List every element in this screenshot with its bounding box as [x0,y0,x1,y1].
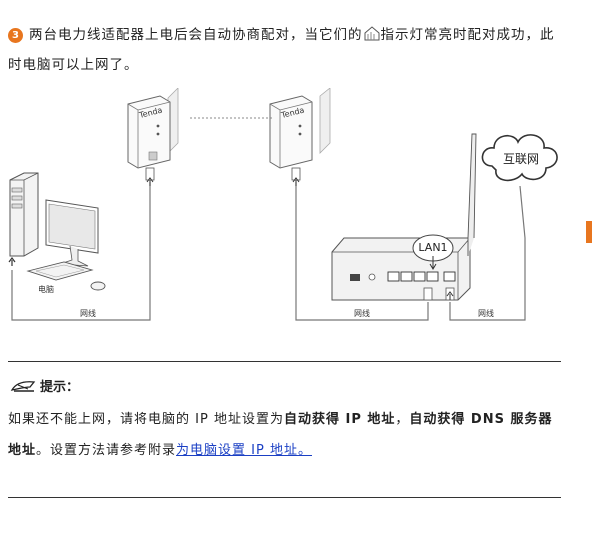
tip-body: 如果还不能上网，请将电脑的 IP 地址设置为自动获得 IP 地址，自动获得 DN… [8,404,564,466]
step-3-text: 3 两台电力线适配器上电后会自动协商配对，当它们的 指示灯常亮时配对成功，此时电脑… [8,20,568,80]
internet-cloud-icon: 互联网 [481,134,558,182]
cable-label-2: 网线 [354,308,370,318]
appendix-link[interactable]: 为电脑设置 IP 地址。 [176,443,312,458]
arrow-up-icon [146,177,154,186]
computer-tower [9,172,39,257]
cable-router-internet [449,185,526,321]
lan1-callout: LAN1 [412,234,454,270]
cable-computer-adapter [11,182,151,321]
wall-right [319,88,331,154]
pencil-note-icon [10,380,36,392]
tip-bold-1: 自动获得 IP 地址 [283,412,396,427]
tip-title: 提示： [40,380,80,395]
tip-text-1: 如果还不能上网，请将电脑的 IP 地址设置为 [8,412,284,427]
powerline-adapter-left: Tenda [127,95,171,169]
page-edge-tab [586,221,592,243]
divider-bottom [8,497,561,498]
lan1-label: LAN1 [418,241,447,254]
arrow-up-icon [8,257,16,266]
step-number-badge: 3 [8,28,23,43]
step-text-part-1: 两台电力线适配器上电后会自动协商配对，当它们的 [29,27,363,43]
network-diagram: Tenda Tenda 电脑 网线 [8,88,558,321]
computer-label: 电脑 [38,284,54,294]
cable-adapter-router [295,182,429,321]
house-indicator-icon [364,26,379,41]
divider-top [8,361,561,362]
cable-label-1: 网线 [80,308,96,318]
internet-label: 互联网 [503,152,539,166]
tip-heading: 提示： [10,376,79,395]
router [331,133,477,301]
computer-monitor [45,199,99,267]
keyboard [26,261,94,281]
mouse [90,281,106,291]
arrow-up-icon [446,291,454,300]
arrow-up-icon [292,177,300,186]
tip-text-2: 。设置方法请参考附录 [36,443,177,458]
tip-separator: ， [395,412,410,427]
cable-label-3: 网线 [478,308,494,318]
powerline-adapter-right: Tenda [269,95,313,169]
step-text-part-2: 指示灯常亮时配对成功，此时电脑可以上网了。 [8,27,555,73]
tip-bold-2: 自动获得 DNS 服务器地址 [8,412,553,458]
